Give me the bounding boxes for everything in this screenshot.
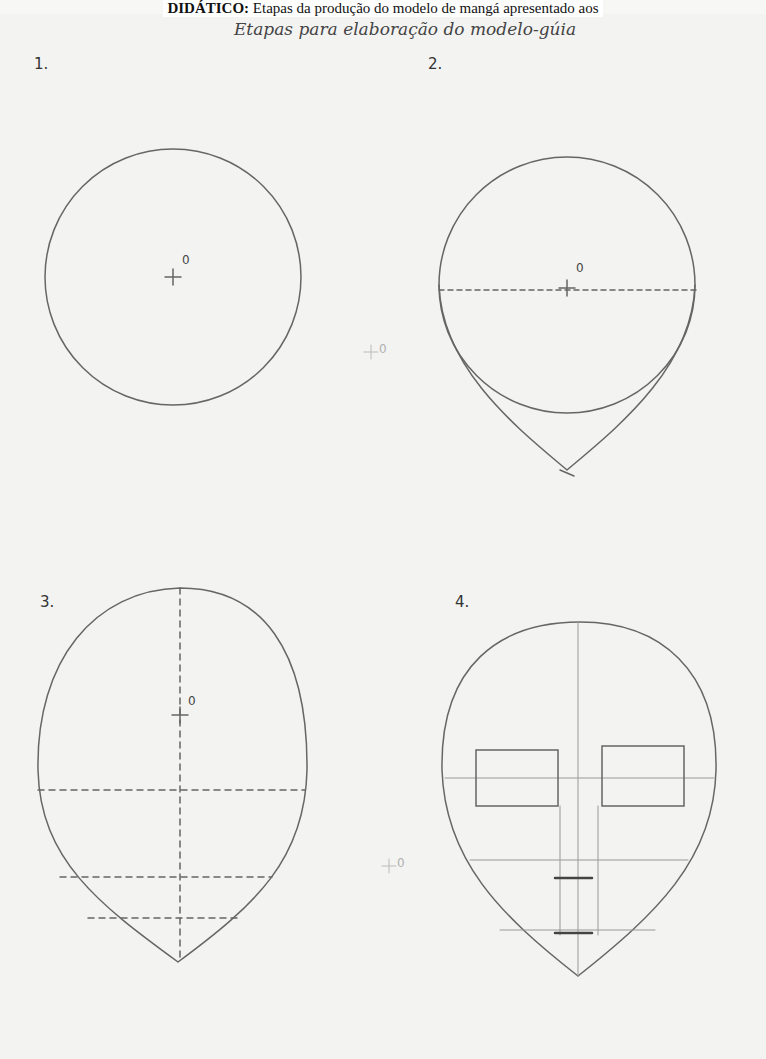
faint-cross — [364, 345, 378, 359]
chin-outline — [439, 285, 695, 470]
caption-text: DIDÁTICO: Etapas da produção do modelo d… — [163, 0, 602, 17]
guide-line — [578, 622, 579, 976]
eye-box — [602, 746, 684, 806]
head-circle — [45, 149, 301, 405]
step-number: 3. — [40, 594, 54, 611]
step-number: 1. — [34, 56, 48, 73]
head-circle — [439, 157, 695, 413]
nose-mouth-mark — [555, 878, 592, 933]
head-outline — [442, 622, 716, 976]
center-mark: 0 — [379, 343, 387, 356]
guide-line — [500, 930, 655, 931]
center-mark: 0 — [397, 857, 405, 870]
guide-line — [179, 588, 181, 962]
center-cross — [559, 280, 575, 296]
guide-line — [88, 917, 238, 919]
eye-box — [476, 750, 558, 806]
step-number: 2. — [428, 56, 442, 73]
center-mark: 0 — [576, 262, 584, 275]
faint-cross — [382, 859, 396, 873]
guide-line — [560, 806, 598, 935]
guide-line — [439, 289, 697, 291]
step-number: 4. — [455, 594, 469, 611]
center-mark: 0 — [188, 695, 196, 708]
paper-sheet — [0, 14, 766, 1059]
center-cross — [165, 269, 181, 285]
chin-mark — [560, 470, 574, 476]
center-mark: 0 — [182, 254, 190, 267]
guide-line — [38, 789, 305, 791]
page-title: Etapas para elaboração do modelo-gúia — [234, 20, 576, 39]
guide-line — [470, 860, 688, 861]
head-outline — [38, 588, 307, 962]
guide-line — [60, 876, 272, 878]
guide-line — [445, 778, 714, 779]
center-cross — [172, 707, 188, 723]
